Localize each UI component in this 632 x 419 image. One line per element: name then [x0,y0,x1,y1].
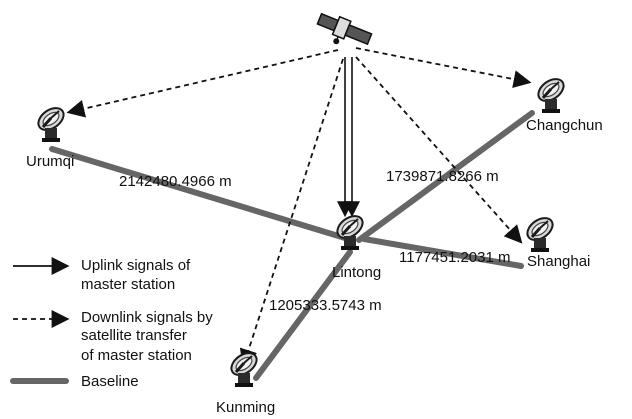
urumqi-dish-icon [32,102,70,144]
legend-downlink-text-line-2: satellite transfer [81,327,187,344]
shanghai-dish-icon [521,212,559,254]
legend-baseline-text: Baseline [81,373,139,390]
station-label-kunming: Kunming [216,399,275,416]
baseline-changchun-lintong [356,110,535,243]
station-label-shanghai: Shanghai [527,253,590,270]
legend-downlink-text-line-1: Downlink signals by [81,309,213,326]
legend-downlink-text-line-3: of master station [81,347,192,364]
baseline-length-lintong-shanghai: 1177451.2031 m [399,249,510,266]
changchun-dish-icon [532,73,570,115]
baseline-lintong-shanghai [361,236,524,269]
downlink-arrow-urumqi [66,49,339,118]
legend-uplink-text-line-2: master station [81,276,175,293]
downlink-arrow-shanghai [355,56,523,244]
lintong-dish-icon [331,210,369,252]
signal-arrows [66,47,532,368]
baseline-length-urumqi-lintong: 2142480.4966 m [119,173,232,190]
legend-uplink-text-line-1: Uplink signals of [81,257,191,274]
baseline-urumqi-lintong [49,146,348,241]
legend: Uplink signals of master station Downlin… [10,257,213,390]
satellite-icon [316,12,373,46]
downlink-arrow-changchun [355,47,532,89]
baseline-length-lintong-kunming: 1205333.5743 m [269,297,382,314]
station-label-urumqi: Urumqi [26,153,74,170]
kunming-dish-icon [225,347,263,389]
baseline-length-changchun-lintong: 1739871.8266 m [386,168,499,185]
baselines [49,110,535,381]
station-label-lintong: Lintong [332,264,381,281]
station-label-changchun: Changchun [526,117,603,134]
baseline-lintong-kunming [253,249,353,381]
